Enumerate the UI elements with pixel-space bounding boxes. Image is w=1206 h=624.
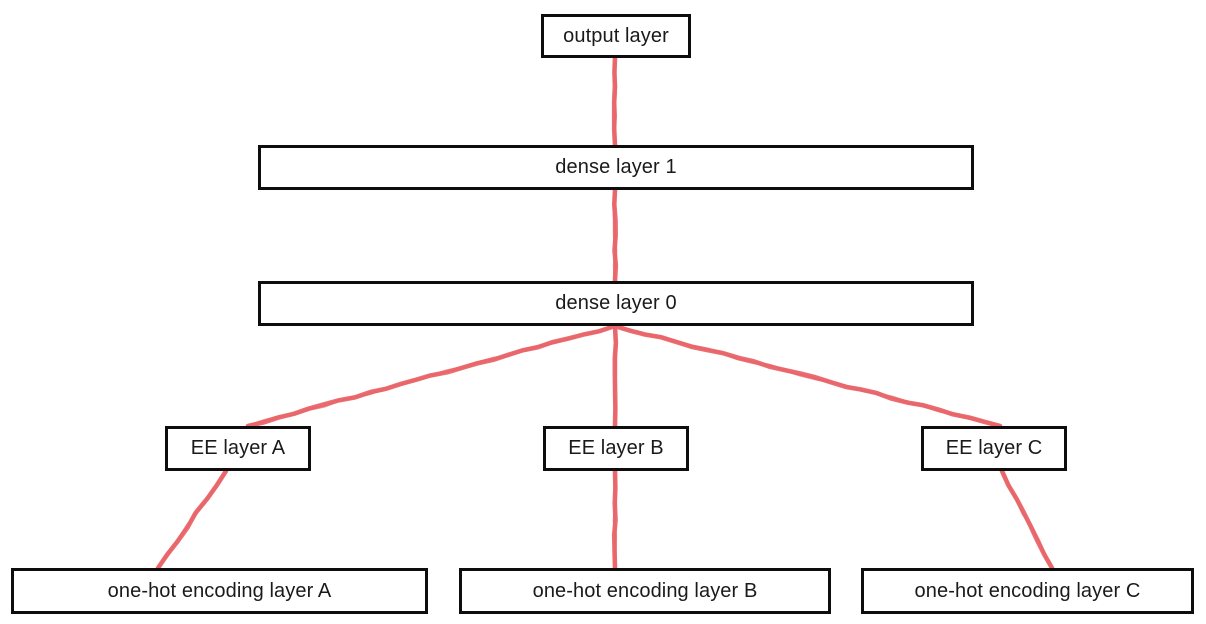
edge-eec-dense0 (612, 323, 1003, 429)
node-one-hot-encoding-layer-b[interactable]: one-hot encoding layer B (459, 568, 831, 614)
edge-dense0-dense1 (611, 187, 619, 284)
node-label-one-hot-encoding-layer-a: one-hot encoding layer A (107, 579, 332, 602)
edge-dense1-output (611, 55, 618, 148)
node-label-ee-layer-a: EE layer A (190, 437, 286, 459)
node-ee-layer-a[interactable]: EE layer A (165, 426, 311, 471)
node-dense-layer-1[interactable]: dense layer 1 (258, 145, 974, 190)
edge-eeb-dense0 (612, 323, 619, 429)
node-ee-layer-b[interactable]: EE layer B (543, 426, 689, 471)
node-label-ee-layer-c: EE layer C (945, 437, 1043, 459)
edge-onehota-eea (155, 468, 229, 571)
node-one-hot-encoding-layer-a[interactable]: one-hot encoding layer A (11, 568, 428, 614)
node-ee-layer-c[interactable]: EE layer C (921, 426, 1067, 471)
node-one-hot-encoding-layer-c[interactable]: one-hot encoding layer C (861, 568, 1194, 614)
edge-onehotb-eeb (611, 468, 618, 571)
node-label-dense-layer-0: dense layer 0 (555, 292, 677, 314)
edge-onehotc-eec (999, 468, 1055, 571)
node-label-dense-layer-1: dense layer 1 (555, 156, 677, 178)
node-label-one-hot-encoding-layer-b: one-hot encoding layer B (532, 579, 758, 602)
node-label-one-hot-encoding-layer-c: one-hot encoding layer C (914, 579, 1141, 602)
node-output-layer[interactable]: output layer (541, 14, 691, 58)
node-label-output-layer: output layer (563, 24, 669, 47)
node-dense-layer-0[interactable]: dense layer 0 (258, 281, 974, 326)
node-label-ee-layer-b: EE layer B (568, 437, 664, 459)
edge-eea-dense0 (245, 323, 618, 429)
